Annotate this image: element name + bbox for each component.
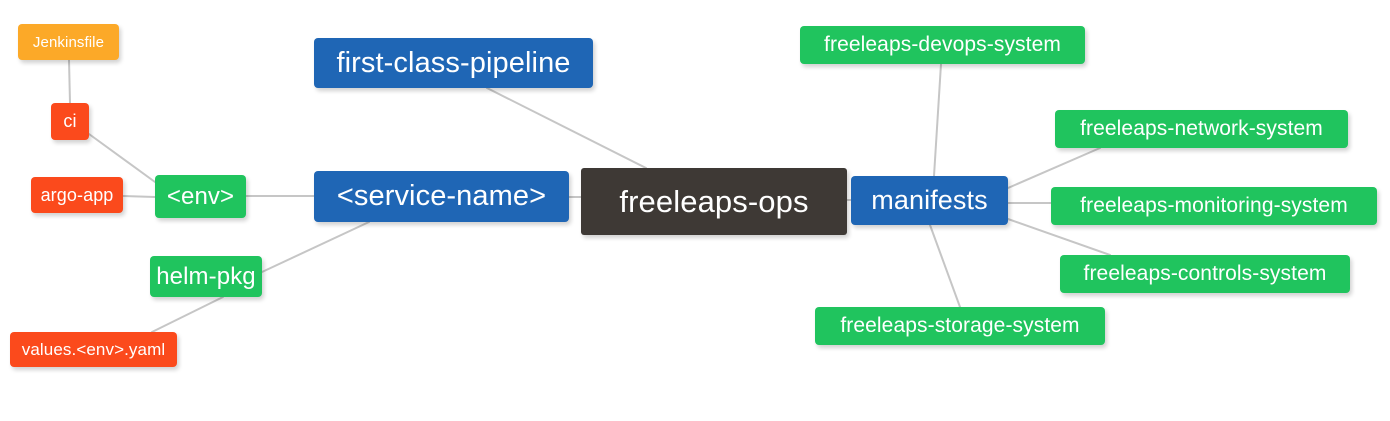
edge-first-class-pipeline-to-freeleaps-ops — [486, 87, 647, 169]
node-label: freeleaps-network-system — [1080, 117, 1323, 140]
edge-manifests-to-freeleaps-storage-system — [929, 224, 961, 308]
node-freeleaps-ops-root[interactable]: freeleaps-ops — [581, 168, 847, 235]
node-label: manifests — [871, 185, 988, 215]
edge-ci-to-env — [88, 133, 156, 183]
node-label: <service-name> — [336, 180, 547, 212]
node-env[interactable]: <env> — [155, 175, 246, 218]
node-values-yaml[interactable]: values.<env>.yaml — [10, 332, 177, 367]
edge-argo-app-to-env — [122, 195, 156, 198]
edge-helm-pkg-to-service-name — [261, 221, 370, 273]
node-helm-pkg[interactable]: helm-pkg — [150, 256, 262, 297]
node-argo-app[interactable]: argo-app — [31, 177, 123, 213]
node-label: ci — [63, 111, 77, 131]
node-ci[interactable]: ci — [51, 103, 89, 140]
node-label: Jenkinsfile — [32, 33, 105, 51]
node-label: <env> — [166, 182, 235, 210]
node-manifests[interactable]: manifests — [851, 176, 1008, 225]
node-freeleaps-devops-system[interactable]: freeleaps-devops-system — [800, 26, 1085, 64]
node-label: freeleaps-monitoring-system — [1080, 194, 1348, 217]
node-label: values.<env>.yaml — [21, 339, 166, 359]
node-label: freeleaps-devops-system — [824, 33, 1061, 56]
node-jenkinsfile[interactable]: Jenkinsfile — [18, 24, 119, 60]
node-label: freeleaps-ops — [619, 183, 809, 219]
node-freeleaps-monitoring-system[interactable]: freeleaps-monitoring-system — [1051, 187, 1377, 225]
node-service-name[interactable]: <service-name> — [314, 171, 569, 222]
node-label: argo-app — [40, 184, 114, 205]
edge-values-yaml-to-helm-pkg — [151, 296, 224, 333]
node-freeleaps-network-system[interactable]: freeleaps-network-system — [1055, 110, 1348, 148]
edge-jenkinsfile-to-ci — [68, 59, 71, 104]
node-freeleaps-controls-system[interactable]: freeleaps-controls-system — [1060, 255, 1350, 293]
node-label: freeleaps-controls-system — [1083, 262, 1327, 285]
node-label: first-class-pipeline — [336, 46, 571, 79]
edge-manifests-to-freeleaps-devops-system — [933, 63, 942, 177]
node-first-class-pipeline[interactable]: first-class-pipeline — [314, 38, 593, 88]
node-label: helm-pkg — [156, 262, 256, 290]
edge-manifests-to-freeleaps-network-system — [1007, 147, 1101, 189]
node-freeleaps-storage-system[interactable]: freeleaps-storage-system — [815, 307, 1105, 345]
node-label: freeleaps-storage-system — [840, 314, 1080, 337]
